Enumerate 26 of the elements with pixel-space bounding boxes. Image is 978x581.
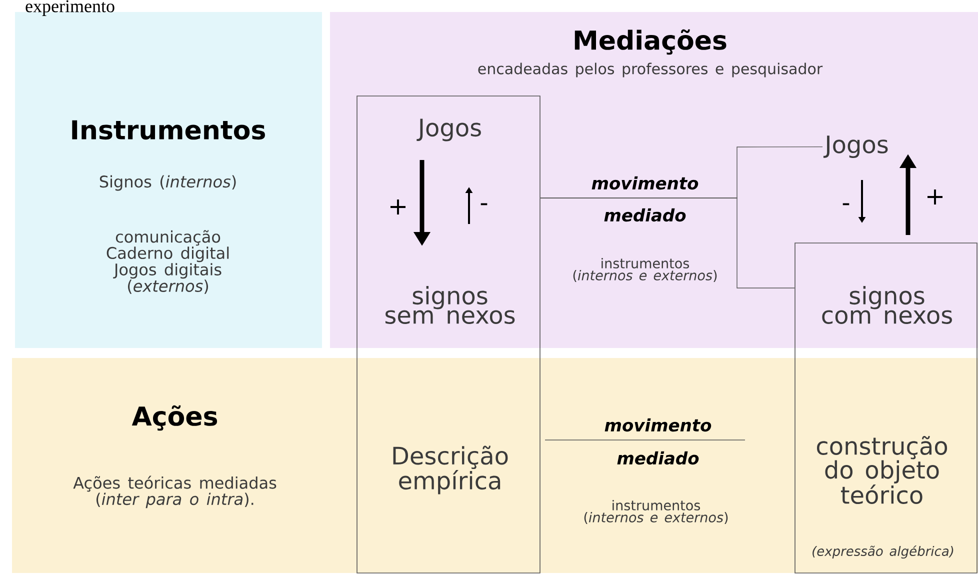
edge-text: movimento: [592, 176, 698, 190]
note-text: instrumentos (internos e externos): [584, 500, 728, 524]
body-text: comunicação Caderno digital Jogos digitais (externos): [106, 230, 229, 294]
sign-label: +: [927, 189, 942, 205]
heading: Ações: [132, 405, 218, 431]
sign-label: +: [390, 199, 406, 215]
box-text: signos sem nexos: [385, 286, 515, 324]
box-text: (expressão algébrica): [812, 545, 954, 559]
heading: Instrumentos: [72, 120, 265, 140]
sign-label: -: [842, 203, 850, 206]
box-text: signos com nexos: [822, 286, 952, 324]
body-text: Ações teóricas mediadas (inter para o intra).: [73, 476, 276, 508]
connector-line: [540, 198, 795, 288]
box-text: Jogos: [416, 118, 481, 142]
box-text: Descrição empírica: [393, 446, 508, 494]
edge-text: movimento: [604, 418, 712, 432]
sign-label: -: [480, 203, 488, 206]
subtitle: encadeadas pelos professores e pesquisador: [478, 62, 823, 78]
heading: Mediações: [574, 29, 726, 55]
body-text: Signos (internos): [100, 175, 236, 191]
caption-fragment: experimento: [26, 0, 114, 16]
node-text: Jogos: [823, 136, 888, 158]
box-text: construção do objeto teórico: [816, 436, 948, 504]
note-text: instrumentos (internos e externos): [573, 258, 717, 282]
edge-text: mediado: [604, 208, 686, 222]
edge-text: mediado: [617, 451, 699, 465]
